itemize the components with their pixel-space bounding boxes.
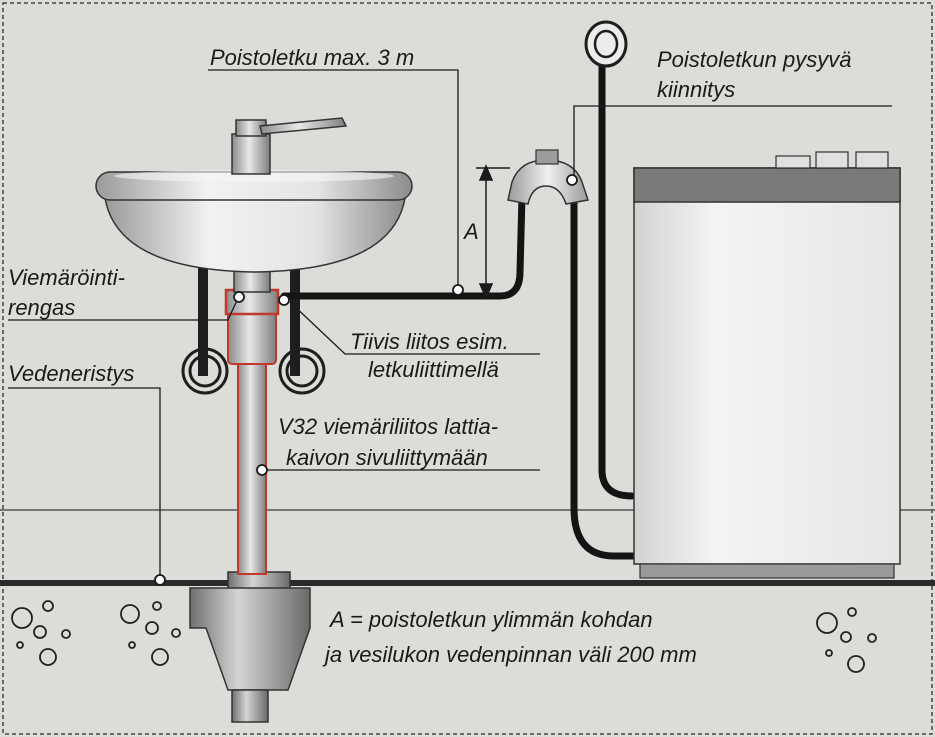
leader-lines [8, 69, 892, 578]
label-note-2: ja vesilukon vedenpinnan väli 200 mm [325, 642, 697, 667]
label-v32-2: kaivon sivuliittymään [286, 445, 488, 470]
floor-line [0, 580, 935, 586]
sink [95, 117, 413, 273]
hose-hook [507, 149, 589, 205]
label-pysyva-kiinnitys-2: kiinnitys [657, 77, 736, 102]
marker-dots [154, 174, 578, 586]
label-viemarointi-1: Viemäröinti- [8, 265, 125, 290]
dimension-a-arrow [476, 164, 510, 300]
label-v32-1: V32 viemäriliitos lattia- [278, 414, 499, 439]
floor-bubbles [11, 600, 877, 673]
appliance [633, 151, 901, 579]
label-a-marker: A [464, 219, 479, 244]
label-note-1: A = poistoletkun ylimmän kohdan [330, 607, 653, 632]
drain-hose [280, 58, 640, 560]
sink-legs [198, 268, 300, 376]
label-tiivis-liitos-1: Tiivis liitos esim. [350, 329, 509, 354]
label-viemarointi-2: rengas [8, 295, 76, 320]
floor-drain [189, 571, 311, 723]
label-tiivis-liitos-2: letkuliittimellä [368, 357, 499, 382]
wall-anchor [584, 20, 628, 68]
label-vedeneristys: Vedeneristys [8, 361, 135, 386]
label-pysyva-kiinnitys-1: Poistoletkun pysyvä [657, 47, 852, 72]
wall-brackets [181, 347, 326, 395]
label-poistoletku-max: Poistoletku max. 3 m [210, 45, 415, 70]
